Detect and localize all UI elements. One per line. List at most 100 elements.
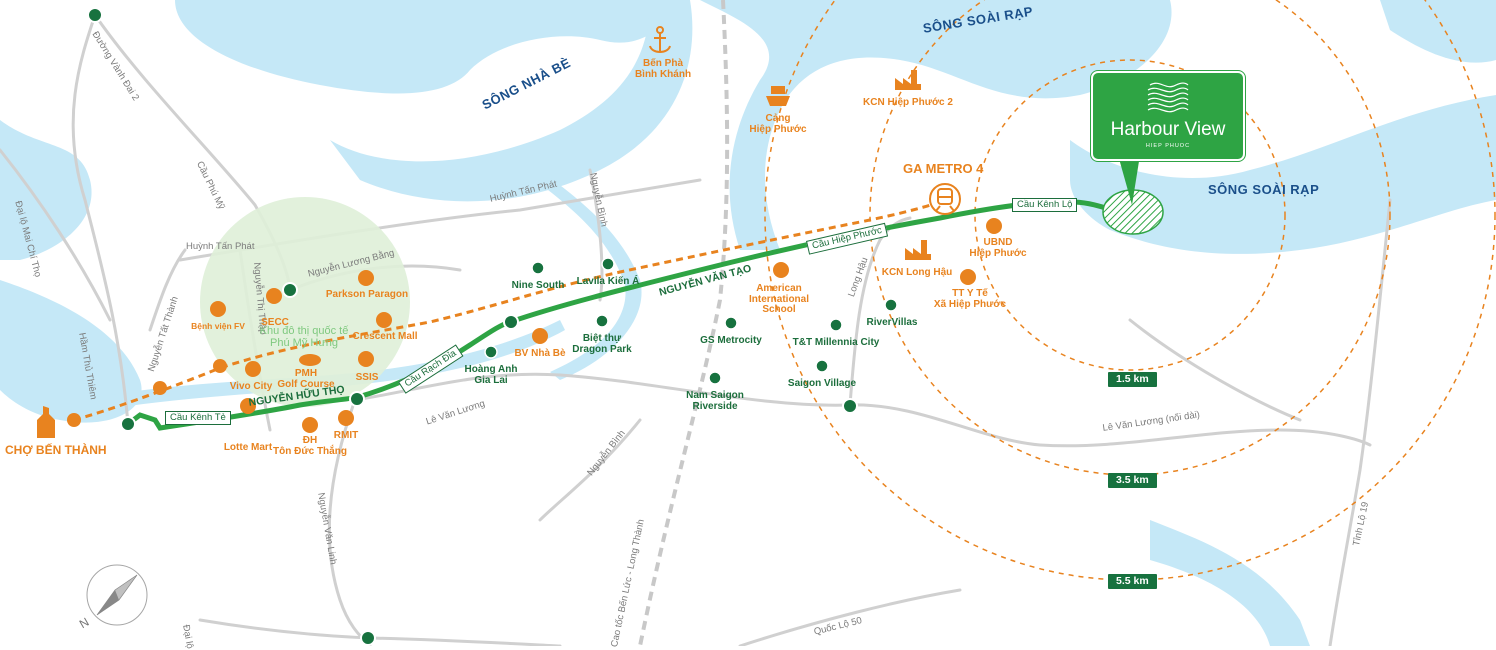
- stop-saigon-village-jct: [842, 398, 858, 414]
- road-vanh-dai-2: [71, 13, 130, 426]
- poi-kcn-hp2: KCN Hiệp Phước 2: [863, 97, 953, 108]
- ring-3-5km: [869, 0, 1391, 476]
- poi-pmh-golf: PMH Golf Course: [277, 368, 335, 390]
- road-label-huynh-tan-phat-2: Huỳnh Tấn Phát: [186, 241, 255, 252]
- river-canal-kenh-te: [110, 320, 565, 408]
- poi-ben-pha: Bến Phà Bình Khánh: [634, 58, 692, 80]
- road-quoc-lo-50: [738, 588, 962, 646]
- marker-tt-yte: [960, 269, 976, 285]
- harbour-view-card[interactable]: Harbour View HIEP PHUOC: [1091, 71, 1245, 161]
- radius-label-3-5km: 3.5 km: [1108, 473, 1157, 489]
- river-label-soai-rap-right: SÔNG SOÀI RẠP: [1208, 182, 1320, 197]
- poi-secc: SECC: [261, 317, 289, 328]
- poi-tt-yte: TT Y Tế Xã Hiệp Phước: [933, 288, 1007, 310]
- bridge-kenh-te: Cầu Kênh Tẻ: [165, 411, 231, 425]
- orange-poi-markers: [210, 218, 1002, 433]
- poi-kcn-lh: KCN Long Hậu: [881, 267, 953, 278]
- poi-bv-nhabe: BV Nhà Bè: [514, 348, 566, 359]
- brand-title: Harbour View: [1110, 119, 1226, 140]
- poi-nam-saigon: Nam Saigon Riverside: [686, 390, 744, 412]
- marker-golf: [299, 354, 321, 366]
- road-nguyen-tat-thanh: [148, 248, 187, 332]
- road-long-hau: [848, 216, 912, 407]
- marker-ssis: [358, 351, 374, 367]
- river-bottom-right: [1150, 520, 1310, 646]
- road-le-van-luong: [353, 372, 1372, 448]
- metro-stop-3: [213, 359, 227, 373]
- zone-label-line1: Khu đô thị quốc tế: [259, 325, 349, 337]
- river-nha-be-main: [330, 0, 693, 202]
- marker-dh-tdt: [302, 417, 318, 433]
- marker-ubnd: [986, 218, 1002, 234]
- river-nha-be: [175, 0, 690, 94]
- marker-parkson: [358, 270, 374, 286]
- road-east-ext: [1128, 318, 1302, 422]
- poi-nine-south: Nine South: [511, 280, 565, 291]
- marker-hoang-anh: [484, 345, 498, 359]
- bridge-kenh-lo: Cầu Kênh Lộ: [1012, 198, 1078, 212]
- road-nguyen-binh-2: [538, 418, 642, 522]
- stop-rach-dia: [503, 314, 519, 330]
- poi-ssis: SSIS: [355, 372, 379, 383]
- poi-tt-millennia: T&T Millennia City: [792, 337, 880, 348]
- zone-label-line2: Phú Mỹ Hưng: [270, 336, 338, 349]
- marker-lotte: [240, 398, 256, 414]
- marker-bv-fv: [210, 301, 226, 317]
- waves-logo-icon: [1147, 82, 1189, 113]
- ship-icon: [766, 86, 790, 106]
- river-right-edge: [1380, 0, 1496, 63]
- metro-stop-2: [153, 381, 167, 395]
- marker-saigon-village: [815, 359, 829, 373]
- river-center: [535, 170, 642, 380]
- card-pointer: [1118, 155, 1140, 205]
- poi-rmit: RMIT: [333, 430, 359, 441]
- marker-lavila: [601, 257, 615, 271]
- metro-station-label: GA METRO 4: [903, 161, 984, 176]
- compass-icon: [86, 564, 148, 626]
- metro-stop-ben-thanh: [67, 413, 81, 427]
- marker-crescent: [376, 312, 392, 328]
- river-upper-right: [700, 0, 1172, 250]
- train-icon: [929, 183, 961, 215]
- route-stops: [67, 7, 858, 646]
- poi-parkson: Parkson Paragon: [325, 289, 409, 300]
- poi-dh-tdt: ĐH Tôn Đức Thắng: [273, 435, 347, 457]
- metro-line: [73, 198, 946, 422]
- road-bottom: [198, 618, 562, 646]
- stop-phu-my: [282, 282, 298, 298]
- river-left-bend: [0, 280, 142, 423]
- road-nguyen-van-linh: [327, 398, 372, 646]
- poi-vivo: Vivo City: [229, 381, 273, 392]
- ring-1-5km: [974, 59, 1286, 371]
- road-mai-chi-tho: [0, 148, 112, 322]
- marker-dragon: [595, 314, 609, 328]
- poi-lavila: Lavila Kiến Á: [576, 276, 640, 287]
- poi-american: American International School: [748, 283, 810, 315]
- marker-rmit: [338, 410, 354, 426]
- marker-vivo: [245, 361, 261, 377]
- brand-subtitle: HIEP PHUOC: [1145, 143, 1191, 149]
- marker-american: [773, 262, 789, 278]
- radius-label-5-5km: 5.5 km: [1108, 574, 1157, 590]
- radius-label-1-5km: 1.5 km: [1108, 372, 1157, 388]
- poi-rivervillas: RiverVillas: [866, 317, 918, 328]
- poi-bv-fv: Bệnh viện FV: [191, 321, 245, 331]
- poi-ubnd: UBND Hiệp Phước: [969, 237, 1027, 259]
- poi-cang: Cảng Hiệp Phước: [749, 113, 807, 135]
- road-tinh-lo-19: [1328, 198, 1392, 646]
- poi-crescent: Crescent Mall: [352, 331, 418, 342]
- poi-saigon-village: Saigon Village: [787, 378, 857, 389]
- green-poi-markers: [484, 257, 898, 385]
- poi-gs-metro: GS Metrocity: [700, 335, 762, 346]
- marker-nam-saigon: [708, 371, 722, 385]
- poi-hoang-anh: Hoàng Anh Gia Lai: [464, 364, 518, 386]
- marker-tt-millennia: [829, 318, 843, 332]
- stop-bottom: [360, 630, 376, 646]
- factory-icon: [895, 70, 931, 260]
- market-icon: [37, 406, 55, 438]
- road-nguyen-binh-1: [588, 168, 604, 302]
- ben-thanh-label: CHỢ BẾN THÀNH: [5, 443, 107, 457]
- anchor-icon: [649, 26, 671, 53]
